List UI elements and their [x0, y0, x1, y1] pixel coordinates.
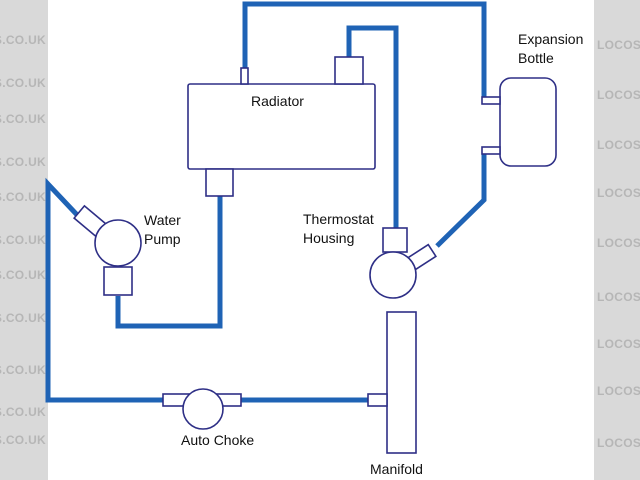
watermark-text: DERS.CO.UK — [0, 363, 46, 377]
thermostat-housing-top — [382, 227, 408, 253]
expansion-bottle-label-line2: Bottle — [518, 50, 554, 66]
radiator-bottom-outlet — [205, 168, 234, 197]
watermark-text: DERS.CO.UK — [0, 433, 46, 447]
radiator-tank — [187, 83, 376, 170]
manifold-inlet-stub — [367, 393, 388, 407]
watermark-text: LOCOST — [597, 186, 640, 200]
radiator-top-inlet — [334, 56, 364, 85]
watermark-text: DERS.CO.UK — [0, 311, 46, 325]
manifold-label: Manifold — [370, 461, 423, 477]
watermark-strip-left: DERS.CO.UK DERS.CO.UK DERS.CO.UK DERS.CO… — [0, 0, 48, 480]
watermark-text: LOCOST — [597, 236, 640, 250]
hose-thermostat-to-radiator — [346, 25, 399, 228]
watermark-text: LOCOST — [597, 138, 640, 152]
thermostat-housing-body — [369, 251, 417, 299]
watermark-text: LOCOST — [597, 38, 640, 52]
manifold — [386, 311, 417, 454]
watermark-text: DERS.CO.UK — [0, 112, 46, 126]
hose-expansion-to-thermostat — [435, 152, 487, 248]
thermostat-housing-label-line1: Thermostat — [303, 211, 374, 227]
watermark-text: DERS.CO.UK — [0, 33, 46, 47]
watermark-text: LOCOST — [597, 384, 640, 398]
expansion-bottle-inlet — [481, 96, 501, 105]
auto-choke-body — [182, 388, 224, 430]
expansion-bottle-label-line1: Expansion — [518, 31, 584, 47]
watermark-text: DERS.CO.UK — [0, 76, 46, 90]
watermark-text: DERS.CO.UK — [0, 405, 46, 419]
watermark-text: LOCOST — [597, 436, 640, 450]
water-pump-label-line2: Pump — [144, 231, 181, 247]
watermark-text: DERS.CO.UK — [0, 233, 46, 247]
thermostat-housing-label-line2: Housing — [303, 230, 355, 246]
expansion-bottle — [499, 77, 557, 167]
hose-radiator-top-to-expansion — [242, 1, 487, 100]
expansion-bottle-outlet — [481, 146, 501, 155]
watermark-text: DERS.CO.UK — [0, 268, 46, 282]
radiator-label: Radiator — [251, 93, 304, 109]
auto-choke-label: Auto Choke — [181, 432, 255, 448]
hose-pump-to-radiator — [115, 196, 223, 329]
watermark-strip-right: LOCOST LOCOST LOCOST LOCOST LOCOST LOCOS… — [594, 0, 640, 480]
radiator-top-pipe-stub — [240, 67, 249, 85]
watermark-text: LOCOST — [597, 290, 640, 304]
watermark-text: DERS.CO.UK — [0, 155, 46, 169]
hose-pump-to-choke — [45, 177, 165, 403]
water-pump-body — [94, 219, 142, 267]
water-pump-label-line1: Water — [144, 212, 181, 228]
watermark-text: LOCOST — [597, 337, 640, 351]
water-pump-outlet — [103, 266, 133, 296]
watermark-text: LOCOST — [597, 88, 640, 102]
watermark-text: DERS.CO.UK — [0, 190, 46, 204]
